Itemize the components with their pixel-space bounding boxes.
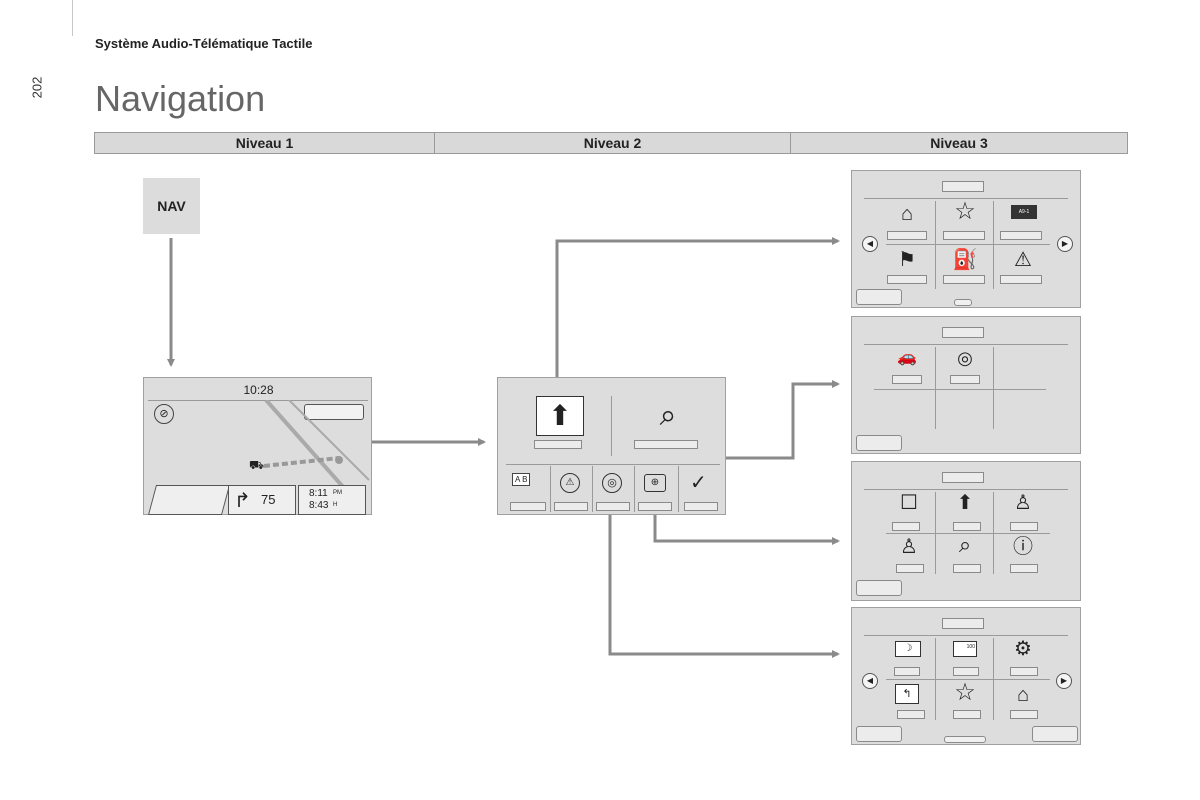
search-poi-icon[interactable]: ⌕: [958, 532, 972, 557]
settings-icon[interactable]: ◎: [602, 473, 622, 493]
duration: 8:43: [309, 500, 329, 511]
arrow-poi-to-level3: [653, 508, 840, 545]
map-roads: [263, 400, 370, 488]
turn-right-icon: ↱: [234, 490, 251, 512]
margin-line: [72, 0, 73, 36]
voice-settings-icon[interactable]: ⚙: [1014, 638, 1032, 660]
next-page-button[interactable]: ▶: [1056, 673, 1072, 689]
page-indicator: [954, 299, 972, 306]
destination-arrow-icon[interactable]: ⬆: [536, 396, 584, 436]
level3-settings-screen: ◀ ▶ ☽ 100 ⚙ ↰ ☆ ⌂: [851, 607, 1081, 745]
map-option-button[interactable]: [304, 404, 364, 420]
map-label: [634, 440, 698, 449]
route-settings-icon[interactable]: ↰: [895, 684, 919, 704]
next-page-button[interactable]: ▶: [1057, 236, 1073, 252]
speed-limit-icon[interactable]: 100: [953, 641, 977, 657]
night-mode-icon[interactable]: ☽: [895, 641, 921, 657]
compass-icon[interactable]: ⊘: [154, 404, 174, 424]
level-header-bar: Niveau 1 Niveau 2 Niveau 3: [94, 132, 1128, 154]
arrival-box[interactable]: 8:11 PM 8:43 H: [298, 485, 366, 515]
clock: 10:28: [243, 383, 274, 397]
checkered-flag-icon[interactable]: ⚑: [898, 249, 916, 271]
arrival-time: 8:11: [309, 488, 328, 499]
validate-check-icon[interactable]: ✓: [690, 472, 707, 494]
address-book-icon[interactable]: ♙: [900, 536, 918, 558]
level3-poi-screen: ☐ ⬆ ♙ ♙ ⌕ ⓘ: [851, 461, 1081, 601]
arrow-destination-to-level3: [555, 237, 840, 420]
map-search-icon[interactable]: ⌕: [659, 399, 677, 432]
phone-contact-icon[interactable]: ☐: [900, 492, 918, 514]
confirm-button[interactable]: [1032, 726, 1078, 742]
road-sign-icon[interactable]: A9-1: [1011, 205, 1037, 219]
speed-camera-icon[interactable]: ◎: [957, 348, 973, 368]
next-turn-box[interactable]: ↱ 75: [228, 485, 296, 515]
back-button[interactable]: [856, 435, 902, 451]
section-title: Navigation: [95, 78, 266, 119]
favorites-settings-icon[interactable]: ☆: [954, 679, 976, 706]
arrow-settings-to-level3: [608, 508, 840, 658]
traffic-icon[interactable]: ⚠: [560, 473, 580, 493]
nav-button[interactable]: NAV: [143, 178, 200, 234]
level-1-header: Niveau 1: [95, 133, 435, 153]
level3-destination-screen: ◀ ▶ ⌂ ☆ A9-1 ⚑ ⛽ ⚠: [851, 170, 1081, 308]
danger-zone-icon[interactable]: ⚠: [1014, 249, 1032, 271]
destination-contact-icon[interactable]: ⬆: [956, 492, 974, 514]
speed-value: 75: [261, 492, 276, 507]
level-2-header: Niveau 2: [435, 133, 791, 153]
screen-title: [942, 181, 984, 192]
level-3-header: Niveau 3: [930, 135, 988, 151]
map-screen: 10:28 ⊘ ⛟ ↱ 75 8:11 PM 8:43 H: [143, 377, 372, 515]
contact-person-icon[interactable]: ♙: [1014, 492, 1032, 514]
prev-page-button[interactable]: ◀: [862, 236, 878, 252]
page-indicator: [944, 736, 986, 743]
prev-page-button[interactable]: ◀: [862, 673, 878, 689]
ab-route-icon[interactable]: A B: [512, 473, 531, 486]
destination-label: [534, 440, 582, 449]
poi-icon[interactable]: ⊕: [644, 474, 666, 492]
back-button[interactable]: [856, 289, 902, 305]
info-box-left[interactable]: [147, 485, 231, 515]
favorites-star-icon[interactable]: ☆: [954, 198, 976, 225]
fuel-station-icon[interactable]: ⛽: [952, 249, 978, 271]
document-title: Système Audio-Télématique Tactile: [95, 36, 313, 51]
info-icon[interactable]: ⓘ: [1013, 536, 1033, 558]
back-button[interactable]: [856, 580, 902, 596]
nav-menu-screen: ⬆ ⌕ A B ⚠ ◎ ⊕ ✓: [497, 377, 726, 515]
traffic-cars-icon[interactable]: 🚗: [897, 349, 917, 366]
home-icon[interactable]: ⌂: [900, 203, 914, 225]
home-settings-icon[interactable]: ⌂: [1016, 684, 1030, 706]
vehicle-icon: ⛟: [249, 458, 265, 472]
back-button[interactable]: [856, 726, 902, 742]
level3-traffic-screen: 🚗 ◎: [851, 316, 1081, 454]
